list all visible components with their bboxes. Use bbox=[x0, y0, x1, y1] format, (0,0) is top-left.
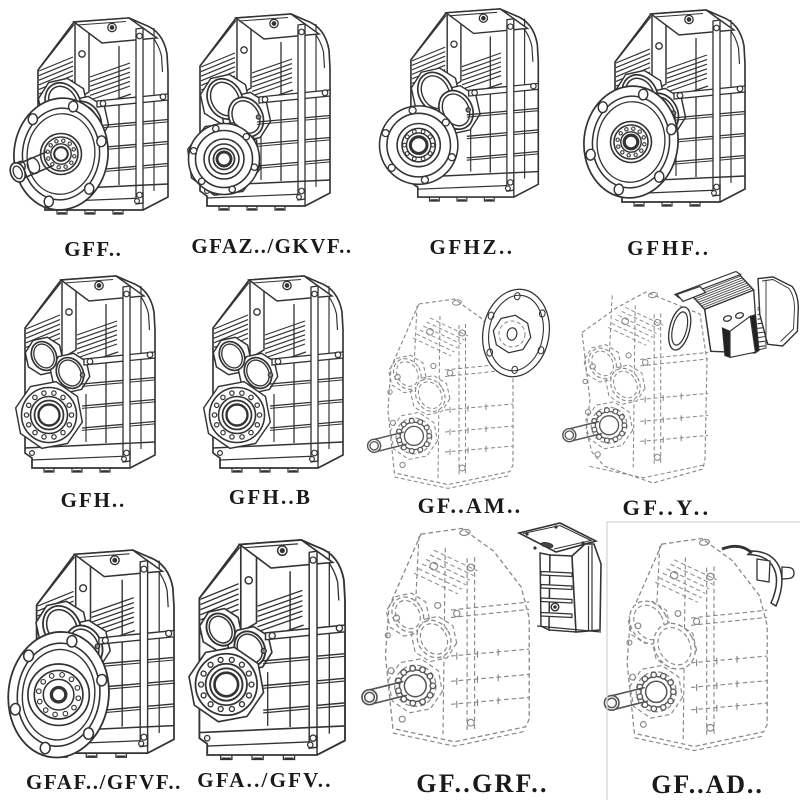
svg-text:GFHF..: GFHF.. bbox=[627, 236, 711, 260]
svg-text:GFH..B: GFH..B bbox=[229, 485, 312, 509]
svg-text:GFAF../GFVF..: GFAF../GFVF.. bbox=[26, 770, 182, 794]
svg-text:GFHZ..: GFHZ.. bbox=[429, 235, 514, 259]
svg-text:GF..AM..: GF..AM.. bbox=[418, 493, 523, 518]
svg-text:GFA../GFV..: GFA../GFV.. bbox=[197, 768, 332, 792]
svg-text:GF..Y..: GF..Y.. bbox=[623, 495, 712, 520]
svg-text:GFF..: GFF.. bbox=[64, 237, 122, 261]
svg-text:GF..AD..: GF..AD.. bbox=[651, 770, 763, 799]
svg-text:GFH..: GFH.. bbox=[61, 488, 127, 512]
svg-text:GF..GRF..: GF..GRF.. bbox=[416, 769, 548, 798]
svg-text:GFAZ../GKVF..: GFAZ../GKVF.. bbox=[191, 234, 352, 258]
